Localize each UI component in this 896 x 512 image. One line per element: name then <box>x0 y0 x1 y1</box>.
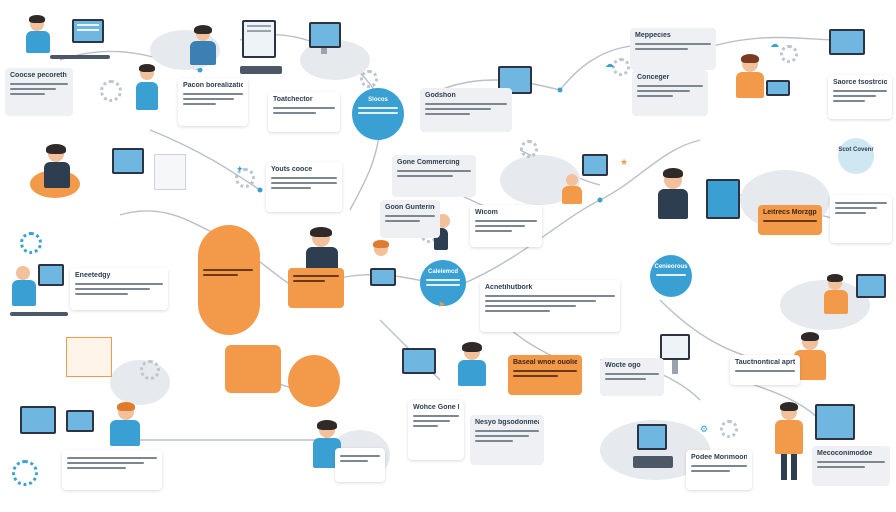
info-card: Mecoconimodoe <box>812 446 890 486</box>
card-title: Acnetihutbork <box>485 284 533 291</box>
card-title: Wocte ogo <box>605 362 641 369</box>
info-card-body <box>288 268 344 308</box>
info-card-body <box>62 450 162 490</box>
person-with-monitor <box>560 150 620 210</box>
node-title: Scot Covenr <box>838 147 874 153</box>
person-standing <box>130 60 170 120</box>
person-at-desk <box>20 15 110 75</box>
info-card: Toatchector <box>268 92 340 132</box>
card-title: Godshon <box>425 92 456 99</box>
info-card: Coocse pecoreth <box>5 68 73 116</box>
info-card-body <box>830 195 892 243</box>
info-card: Acnetihutbork <box>480 280 620 332</box>
gear-icon <box>520 140 538 158</box>
person-with-laptop <box>180 25 230 80</box>
info-card: Conceger <box>632 70 708 116</box>
gear-icon <box>612 58 630 76</box>
info-card: Tauctnontical aprt <box>730 355 800 385</box>
gear-icon <box>100 80 122 102</box>
blue-process-node: Scot Covenr <box>838 138 874 174</box>
info-card: Wicom <box>470 205 542 247</box>
info-card: Nesyo bgsodonmeae <box>470 415 544 465</box>
gear-icon <box>235 168 255 188</box>
info-card: Godshon <box>420 88 512 132</box>
server-icon <box>625 420 685 480</box>
person-presenter <box>300 225 350 295</box>
person-at-computer <box>30 140 190 210</box>
team-workstation <box>20 400 160 460</box>
link-icon: ⚙ <box>700 424 709 434</box>
info-card: Gone Commercing <box>392 155 476 197</box>
info-card: Pacon borealization <box>178 78 248 126</box>
info-card-body <box>198 262 258 292</box>
orange-process-node <box>225 345 281 393</box>
info-card: Baseal wnoe ouoliere Ciissy <box>508 355 582 395</box>
gear-icon <box>780 45 798 63</box>
node-title: Cenieorous <box>654 264 688 270</box>
card-title: Gone Commercing <box>397 159 460 166</box>
card-title: Baseal wnoe ouoliere Ciissy <box>513 359 577 366</box>
card-title: Nesyo bgsodonmeae <box>475 419 539 426</box>
card-title: Goon Guntering <box>385 204 435 211</box>
card-title: Tauctnontical aprt <box>735 359 795 366</box>
info-card: Meppecies <box>630 28 716 70</box>
blue-process-node: Caleiemcd <box>420 260 466 306</box>
gear-icon <box>12 460 38 486</box>
arrow-icon: ➤ <box>438 299 446 309</box>
gear-icon <box>720 420 738 438</box>
info-card: Wocte ogo <box>600 358 664 396</box>
monitor-workstation <box>630 330 720 390</box>
info-card: Leitrecs Morzgprtien <box>758 205 822 235</box>
info-card: Podee Morimoon <box>686 450 752 490</box>
monitor-icon <box>825 25 885 70</box>
blue-process-node: Slocos <box>352 88 404 140</box>
gear-icon <box>140 360 160 380</box>
star-icon: ★ <box>620 157 629 167</box>
gear-icon <box>360 70 378 88</box>
node-title: Caleiemcd <box>427 269 458 275</box>
gear-icon <box>20 232 42 254</box>
info-card-body <box>335 448 385 482</box>
card-title: Eneetedgy <box>75 272 111 279</box>
cloud-icon: ☁ <box>770 39 779 49</box>
card-title: Toatchector <box>273 96 313 103</box>
blue-process-node: Cenieorous <box>650 255 692 297</box>
info-card: Saorce tsostrcion <box>828 75 892 119</box>
card-title: Leitrecs Morzgprtien <box>763 209 817 216</box>
person-at-laptop <box>400 340 500 400</box>
monitor-icon <box>305 20 345 60</box>
person-with-display <box>765 400 885 485</box>
node-title: Slocos <box>368 97 388 103</box>
info-card: Wohce Gone Messood <box>408 400 464 460</box>
card-title: Saorce tsostrcion <box>833 79 887 86</box>
info-card: Goon Guntering <box>380 200 440 238</box>
card-title: Coocse pecoreth <box>10 72 67 79</box>
monitor-workstation <box>240 18 285 78</box>
card-title: Meppecies <box>635 32 671 39</box>
person-at-monitor <box>820 270 890 330</box>
card-title: Mecoconimodoe <box>817 450 873 457</box>
card-title: Youts cooce <box>271 166 313 173</box>
card-title: Conceger <box>637 74 670 81</box>
card-title: Podee Morimoon <box>691 454 747 461</box>
card-title: Wohce Gone Messood <box>413 404 459 411</box>
bulb-icon: ✦ <box>236 164 244 174</box>
person-with-monitor <box>10 260 70 330</box>
person-at-laptop <box>360 240 410 295</box>
dashboard-panel <box>60 335 120 385</box>
card-title: Wicom <box>475 209 498 216</box>
person-at-server <box>650 165 750 235</box>
orange-process-node <box>288 355 340 407</box>
cloud-icon: ☁ <box>605 59 614 69</box>
info-card: Youts cooce <box>266 162 342 212</box>
person-at-laptop <box>720 50 800 120</box>
card-title: Pacon borealization <box>183 82 243 89</box>
info-card: Eneetedgy <box>70 268 168 310</box>
